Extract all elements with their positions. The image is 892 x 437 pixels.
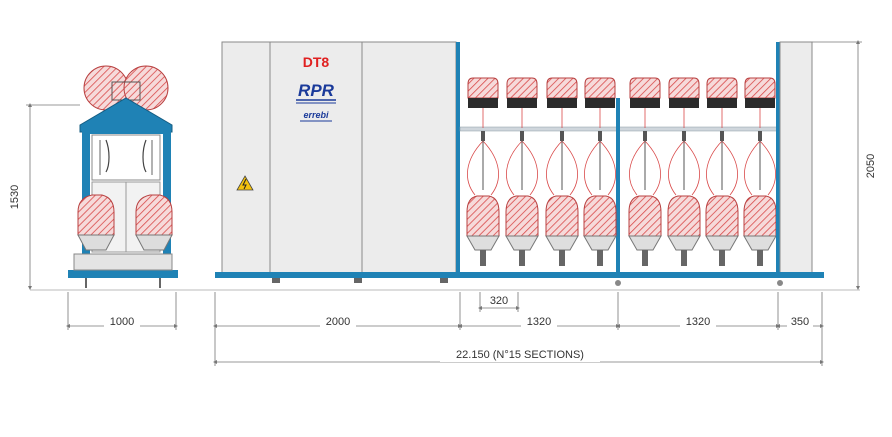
spindle-position [583,77,617,266]
spindle-bobbin [667,195,701,237]
dim-section-b: 1320 [686,316,710,328]
dim-side-width: 1000 [110,316,134,328]
creel-bobbin [744,77,776,99]
dim-spindle-pitch: 320 [490,295,508,307]
section-base-rail [460,272,780,278]
dimension-labels: 1530 2050 1000 2000 1320 1320 350 320 22… [9,154,877,362]
dim-front-height: 2050 [865,154,877,178]
dim-side-height: 1530 [9,185,21,209]
side-view [68,65,178,288]
cabinet-door-right [361,41,457,275]
spindle-position [743,77,777,266]
spindle-position [667,77,701,266]
creel-bobbin [467,77,499,99]
model-label: DT8 [303,54,330,70]
spindle-bobbin [466,195,500,237]
spindle-bobbin [505,195,539,237]
logo-secondary: errebi [303,110,329,120]
spindle-bobbin [743,195,777,237]
side-base [68,270,178,278]
spindle-bobbin [705,195,739,237]
creel-holder [585,98,615,108]
creel-holder [468,98,498,108]
spindle-position [705,77,739,266]
dim-head-width: 2000 [326,316,350,328]
creel-bobbin [506,77,538,99]
dim-total-length: 22.150 (N°15 SECTIONS) [456,349,584,361]
dim-section-a: 1320 [527,316,551,328]
section-divider-post [616,98,620,274]
creel-bobbin [706,77,738,99]
end-panel [776,41,824,286]
spindle-position [545,77,579,266]
creel-holder [630,98,660,108]
spindle-bobbin [583,195,617,237]
creel-holder [547,98,577,108]
creel-holder [507,98,537,108]
dim-end-width: 350 [791,316,809,328]
spindle-position [628,77,662,266]
creel-holder [669,98,699,108]
creel-holder [745,98,775,108]
creel-bobbin [629,77,661,99]
spindle-sections [459,77,781,286]
electrical-hazard-icon [236,175,254,191]
creel-bobbin [546,77,578,99]
logo-primary: RPR [298,81,335,100]
creel-bobbin [668,77,700,99]
creel-bobbin [584,77,616,99]
side-roof [79,97,173,133]
spindle-position [466,77,500,266]
spindle-position [505,77,539,266]
spindle-bobbin [628,195,662,237]
cabinet-end-panel [221,41,271,275]
creel-holder [707,98,737,108]
spindle-bobbin [545,195,579,237]
head-cabinet: DT8 RPR errebi [215,41,460,283]
cabinet-door-left [269,41,363,275]
